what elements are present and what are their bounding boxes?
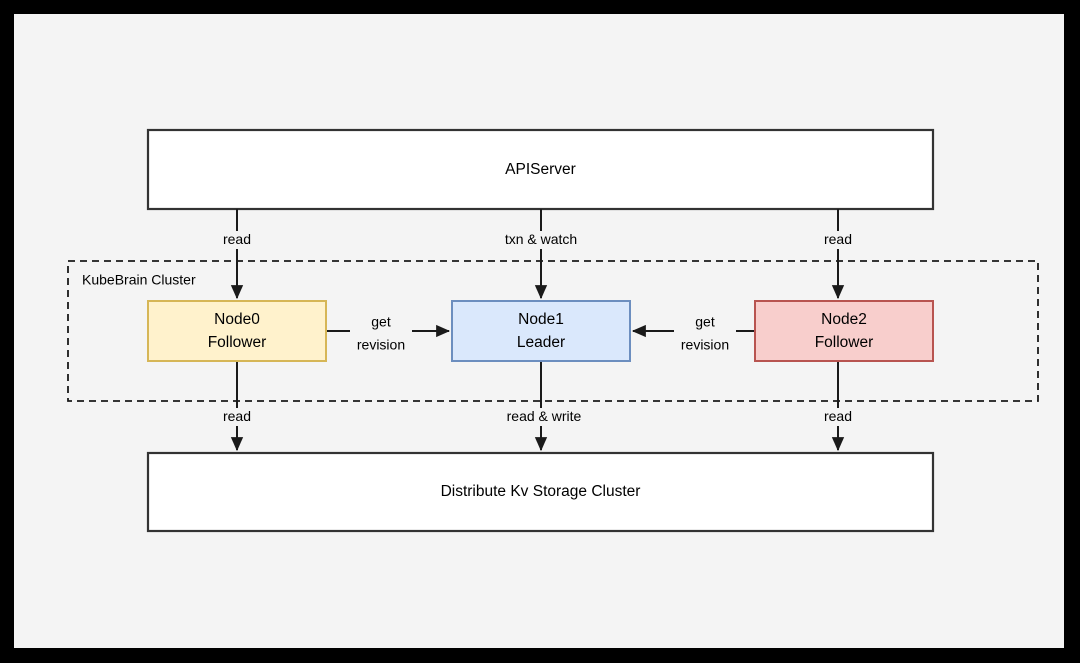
edge-api-to-node1-label: txn & watch bbox=[505, 231, 577, 247]
edge-node0-to-storage-label-bg bbox=[213, 408, 261, 426]
edge-node2-to-storage-label-bg bbox=[814, 408, 862, 426]
edge-api-to-node1-label-bg bbox=[495, 231, 587, 249]
kubebrain-cluster-border bbox=[67, 260, 1039, 402]
edge-node1-to-storage-label: read & write bbox=[507, 408, 582, 424]
node1-box[interactable] bbox=[451, 300, 631, 362]
node0-name-label: Node0 bbox=[214, 311, 260, 328]
edge-node2-to-storage-label: read bbox=[824, 408, 852, 424]
storage-cluster-box[interactable] bbox=[146, 451, 935, 533]
edge-node0-to-node1-label-line1: get bbox=[371, 314, 391, 330]
node0-role-label: Follower bbox=[208, 334, 267, 351]
edge-node2-to-node1-label-bg bbox=[674, 312, 736, 350]
node1-name-label: Node1 bbox=[518, 311, 564, 328]
node2-name-label: Node2 bbox=[821, 311, 867, 328]
kubebrain-cluster-label-bg bbox=[80, 271, 226, 291]
apiserver-label: APIServer bbox=[505, 161, 576, 178]
storage-cluster-label: Distribute Kv Storage Cluster bbox=[441, 483, 641, 500]
node1-role-label: Leader bbox=[517, 334, 565, 351]
edge-node0-to-node1-label-line2: revision bbox=[357, 337, 405, 353]
edge-node0-to-storage-label: read bbox=[223, 408, 251, 424]
edge-node2-to-node1-label-line1: get bbox=[695, 314, 715, 330]
node2-role-label: Follower bbox=[815, 334, 874, 351]
node0-box[interactable] bbox=[147, 300, 327, 362]
edge-api-to-node2-label: read bbox=[824, 231, 852, 247]
edge-api-to-node0-label-bg bbox=[213, 231, 261, 249]
edge-api-to-node2-label-bg bbox=[814, 231, 862, 249]
kubebrain-cluster-label: KubeBrain Cluster bbox=[82, 272, 196, 288]
apiserver-box[interactable] bbox=[146, 128, 935, 211]
node2-box[interactable] bbox=[754, 300, 934, 362]
edge-api-to-node0-label: read bbox=[223, 231, 251, 247]
edge-node0-to-node1-label-bg bbox=[350, 312, 412, 350]
edge-node2-to-node1-label-line2: revision bbox=[681, 337, 729, 353]
edge-node1-to-storage-label-bg bbox=[495, 408, 591, 426]
